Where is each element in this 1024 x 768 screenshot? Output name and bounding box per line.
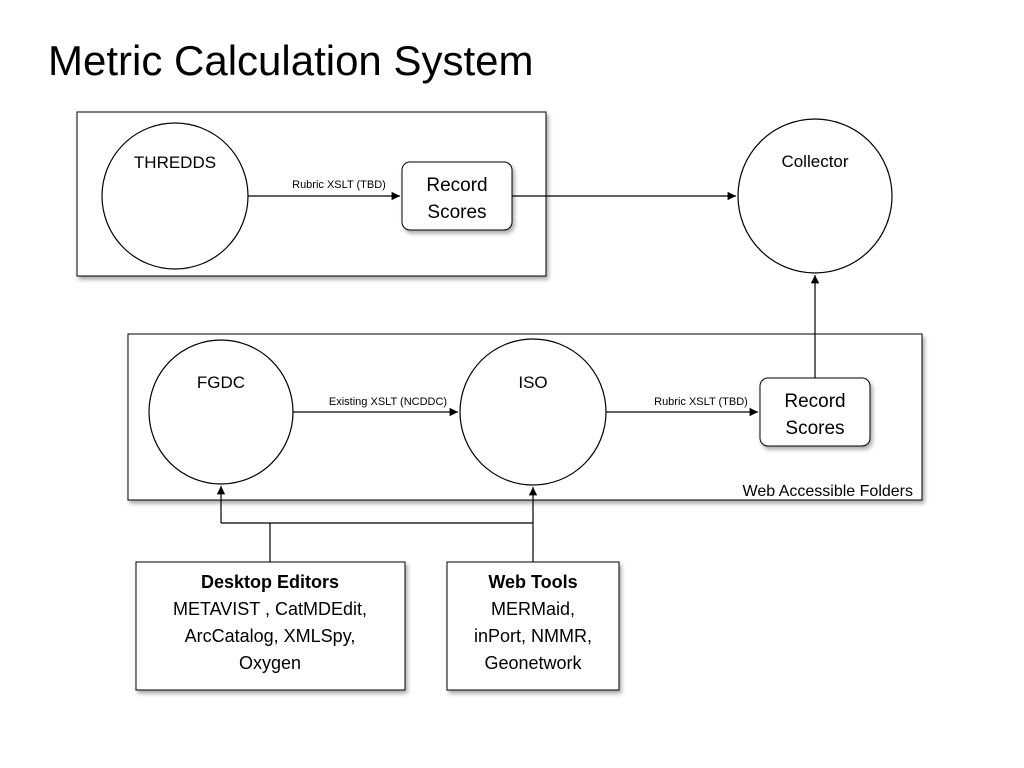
desktop-editors-box [135, 561, 406, 691]
collector-label: Collector [781, 152, 848, 171]
fgdc-label: FGDC [197, 373, 245, 392]
thredds-node [101, 122, 249, 270]
record-scores-top-line1: Record [426, 175, 487, 196]
web-tools-line-2: inPort, NMMR, [474, 626, 592, 646]
web-tools-line-1: MERMaid, [491, 599, 575, 619]
record-scores-bottom-line1: Record [784, 391, 845, 412]
record-scores-bottom-line2: Scores [785, 418, 844, 439]
edge-label-fgdc-to-iso: Existing XSLT (NCDDC) [329, 396, 447, 408]
page-title: Metric Calculation System [48, 37, 534, 84]
edge-label-thredds-to-scores: Rubric XSLT (TBD) [292, 179, 386, 191]
iso-node [459, 338, 607, 486]
web-tools-box [446, 561, 620, 691]
collector-node [737, 118, 893, 274]
fgdc-node [148, 339, 294, 485]
iso-label: ISO [518, 373, 547, 392]
thredds-label: THREDDS [134, 153, 216, 172]
desktop-editors-line-3: Oxygen [239, 653, 301, 673]
record-scores-top-line2: Scores [427, 202, 486, 223]
web-tools-line-3: Geonetwork [484, 653, 582, 673]
desktop-editors-heading: Desktop Editors [201, 572, 339, 592]
desktop-editors-line-2: ArcCatalog, XMLSpy, [185, 626, 356, 646]
edge-label-iso-to-scores: Rubric XSLT (TBD) [654, 396, 748, 408]
web-tools-heading: Web Tools [488, 572, 577, 592]
desktop-editors-line-1: METAVIST , CatMDEdit, [173, 599, 367, 619]
web-accessible-folders-label: Web Accessible Folders [743, 483, 913, 500]
